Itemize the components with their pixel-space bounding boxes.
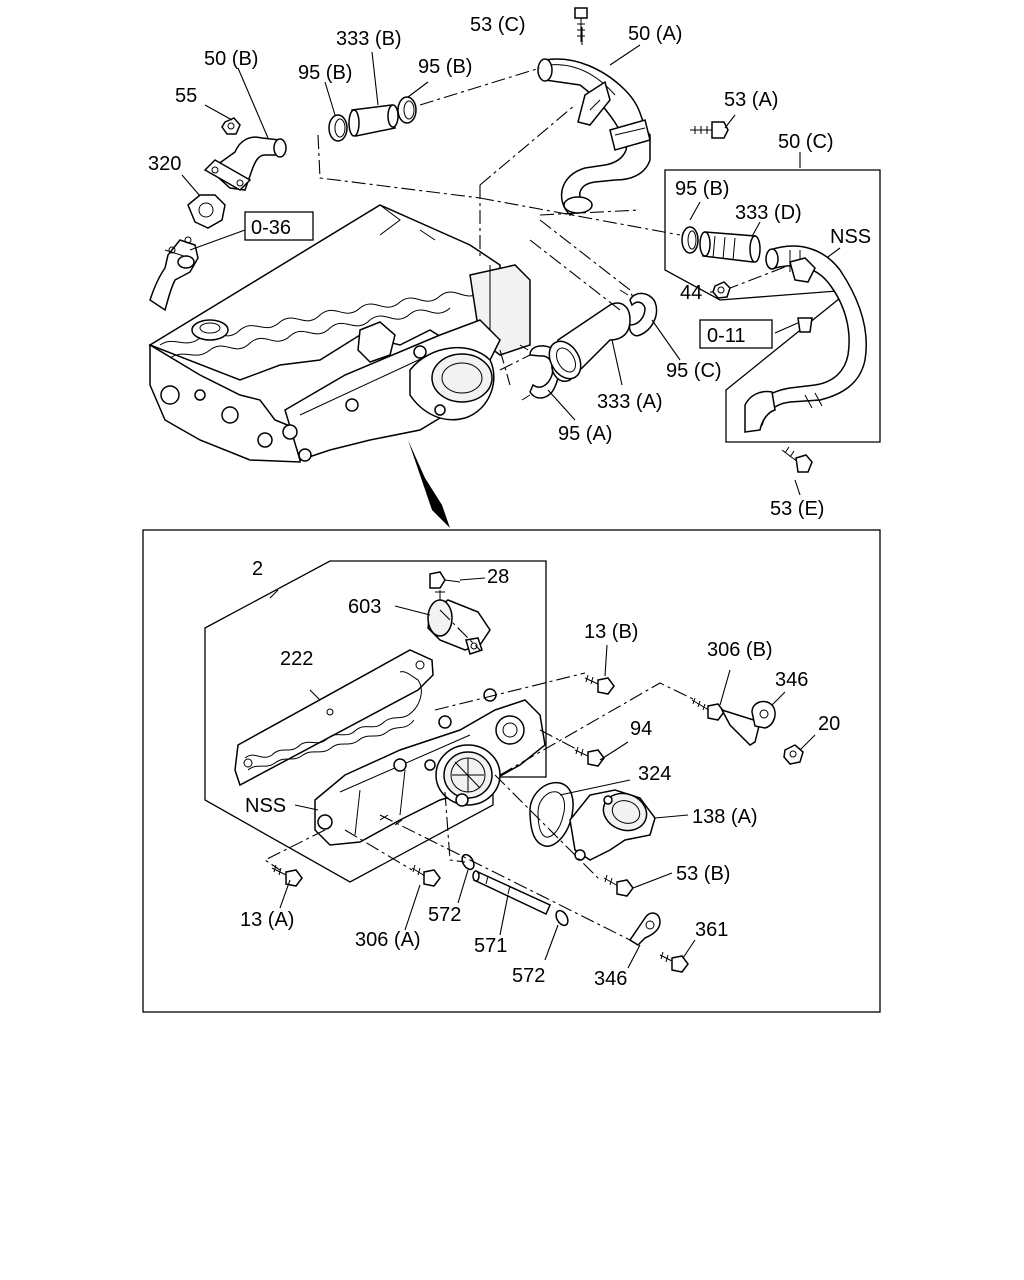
label-346-bottom: 346 bbox=[594, 968, 627, 990]
water-outlet-138a bbox=[569, 789, 656, 861]
gasket-324 bbox=[529, 781, 574, 847]
bolt-306b bbox=[691, 697, 725, 721]
label-13a: 13 (A) bbox=[240, 909, 294, 931]
hose-333d bbox=[699, 231, 761, 263]
detail-pointer-arrow bbox=[408, 440, 450, 528]
gasket-320 bbox=[187, 194, 226, 229]
gasket-222 bbox=[234, 649, 434, 787]
shaft-571 bbox=[472, 870, 551, 916]
label-53a: 53 (A) bbox=[724, 89, 778, 111]
label-346-top: 346 bbox=[775, 669, 808, 691]
water-pipe-50a bbox=[537, 58, 651, 216]
label-nss-upper: NSS bbox=[830, 226, 871, 248]
label-95b-2: 95 (B) bbox=[418, 56, 472, 78]
label-28: 28 bbox=[487, 566, 509, 588]
thermostat-housing-installed bbox=[282, 319, 501, 462]
bolt-13a bbox=[271, 864, 303, 887]
bolt-53e bbox=[781, 446, 813, 473]
bolt-53a bbox=[690, 121, 729, 139]
label-95c: 95 (C) bbox=[666, 360, 722, 382]
pipe-nss-50c bbox=[744, 245, 867, 433]
clamp-95c bbox=[619, 289, 658, 337]
nut-20 bbox=[783, 744, 804, 765]
callout-labels: 53 (C) 50 (A) 333 (B) 50 (B) 95 (B) 95 (… bbox=[148, 14, 871, 990]
label-53b: 53 (B) bbox=[676, 863, 730, 885]
water-pipe-50b bbox=[203, 136, 287, 191]
label-603: 603 bbox=[348, 596, 381, 618]
label-306a: 306 (A) bbox=[355, 929, 421, 951]
detail-frame bbox=[142, 529, 881, 1013]
bolt-306a bbox=[411, 864, 441, 887]
ref-box-0-36 bbox=[244, 211, 314, 241]
nut-44 bbox=[712, 281, 731, 299]
ref-box-0-11 bbox=[699, 319, 773, 349]
hose-333b bbox=[348, 104, 399, 137]
upper-leader-lines bbox=[181, 27, 841, 496]
label-53e: 53 (E) bbox=[770, 498, 824, 520]
label-50b: 50 (B) bbox=[204, 48, 258, 70]
pipe-0-36 bbox=[149, 236, 199, 312]
label-94: 94 bbox=[630, 718, 652, 740]
label-320: 320 bbox=[148, 153, 181, 175]
label-222: 222 bbox=[280, 648, 313, 670]
clip-346-top bbox=[751, 700, 776, 729]
clamp-95b-left bbox=[328, 114, 348, 142]
box-50c bbox=[664, 169, 881, 443]
label-333a: 333 (A) bbox=[597, 391, 663, 413]
label-0-36: 0-36 bbox=[251, 217, 291, 239]
nut-55 bbox=[221, 117, 241, 135]
label-0-11: 0-11 bbox=[707, 325, 746, 347]
thermostat-housing bbox=[314, 688, 546, 846]
clip-572-right bbox=[555, 909, 569, 927]
label-53c: 53 (C) bbox=[470, 14, 526, 36]
label-44: 44 bbox=[680, 282, 702, 304]
label-333b: 333 (B) bbox=[336, 28, 402, 50]
label-306b: 306 (B) bbox=[707, 639, 773, 661]
label-95b-3: 95 (B) bbox=[675, 178, 729, 200]
label-95b-1: 95 (B) bbox=[298, 62, 352, 84]
bolt-53c bbox=[574, 7, 588, 42]
label-571: 571 bbox=[474, 935, 507, 957]
clamp-95b-in-box bbox=[681, 226, 699, 254]
label-572-left: 572 bbox=[428, 904, 461, 926]
bolt-361 bbox=[659, 951, 689, 973]
label-324: 324 bbox=[638, 763, 671, 785]
clip-572-left bbox=[461, 853, 475, 871]
label-95a: 95 (A) bbox=[558, 423, 612, 445]
label-50c: 50 (C) bbox=[778, 131, 834, 153]
label-55: 55 bbox=[175, 85, 197, 107]
bolt-28 bbox=[429, 571, 461, 589]
label-572-right: 572 bbox=[512, 965, 545, 987]
clip-346-bottom bbox=[628, 912, 661, 946]
label-2: 2 bbox=[252, 558, 263, 580]
bolt-13b bbox=[584, 674, 615, 695]
label-20: 20 bbox=[818, 713, 840, 735]
label-333d: 333 (D) bbox=[735, 202, 802, 224]
actuator-603 bbox=[427, 590, 491, 655]
hose-333a bbox=[548, 302, 631, 382]
label-50a: 50 (A) bbox=[628, 23, 682, 45]
lower-leader-lines bbox=[263, 577, 816, 969]
bolt-94 bbox=[574, 746, 605, 767]
label-13b: 13 (B) bbox=[584, 621, 638, 643]
label-nss-lower: NSS bbox=[245, 795, 286, 817]
label-361: 361 bbox=[695, 919, 728, 941]
clamp-95b-right bbox=[397, 96, 417, 124]
label-138a: 138 (A) bbox=[692, 806, 758, 828]
bolt-53b bbox=[603, 874, 634, 897]
